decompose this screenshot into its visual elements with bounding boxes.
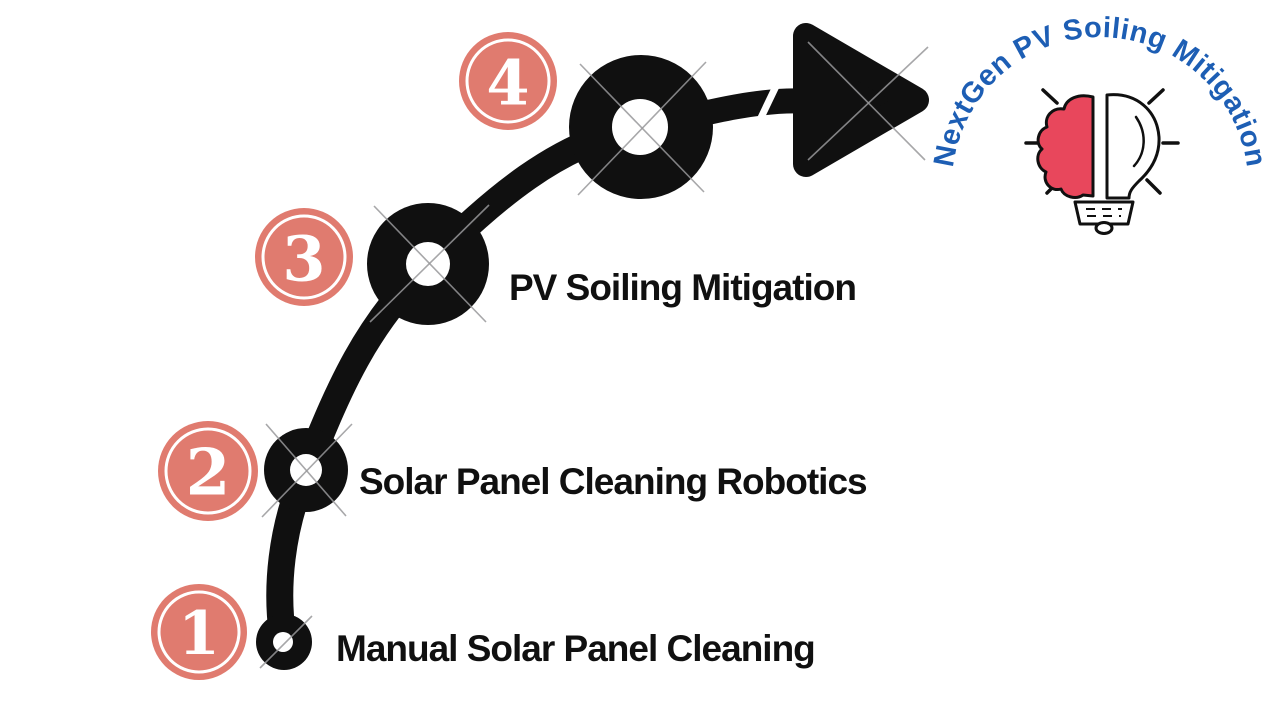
badge-number: 2: [186, 436, 231, 511]
step-node-2: [261, 423, 353, 518]
step-label-2: Solar Panel Cleaning Robotics: [359, 461, 868, 502]
badge-circle: [151, 584, 247, 680]
artifact-line: [373, 205, 487, 323]
brain-lightbulb-icon: [1024, 88, 1180, 235]
badge-number: 4: [486, 47, 529, 120]
bulb-base: [1073, 200, 1135, 226]
step-badge-1: 1: [151, 584, 247, 680]
logo-arc-text-path: NextGen PV Soiling Mitigation: [928, 12, 1271, 169]
step-badge-4: 4: [459, 32, 557, 130]
arrow-right-icon: [793, 23, 929, 177]
artifact-line: [259, 615, 313, 669]
step-label-1: Manual Solar Panel Cleaning: [336, 628, 816, 669]
bulb-half: [1105, 93, 1161, 200]
badge-circle: [459, 32, 557, 130]
step-badge-3: 3: [255, 208, 353, 306]
artifact-line: [807, 41, 926, 161]
brain-half: [1036, 94, 1095, 199]
ray-icon: [1147, 88, 1165, 105]
badge-number: 3: [282, 223, 325, 296]
badge-ring: [164, 427, 252, 515]
artifact-line: [807, 46, 929, 161]
ray-icon: [1145, 178, 1162, 195]
step-node-1: [256, 614, 313, 670]
badge-ring: [157, 590, 241, 674]
badge-ring: [261, 214, 347, 300]
step-label-3: PV Soiling Mitigation: [509, 267, 857, 308]
step-node-4: [569, 55, 713, 199]
bulb-tip: [1094, 221, 1114, 235]
step-node-3: [367, 203, 490, 325]
ray-icon: [1041, 88, 1059, 105]
artifact-line: [579, 63, 705, 193]
badge-circle: [255, 208, 353, 306]
badge-number: 1: [178, 599, 220, 669]
node-hole: [273, 632, 293, 652]
badge-circle: [158, 421, 258, 521]
artifact-line: [265, 423, 347, 517]
step-badge-2: 2: [158, 421, 258, 521]
curve-path: [266, 113, 655, 669]
connector-gap: [753, 78, 783, 128]
logo-arc-text: NextGen PV Soiling Mitigation: [928, 12, 1272, 169]
badge-ring: [465, 38, 551, 124]
bulb-inner-arc: [1132, 115, 1145, 168]
